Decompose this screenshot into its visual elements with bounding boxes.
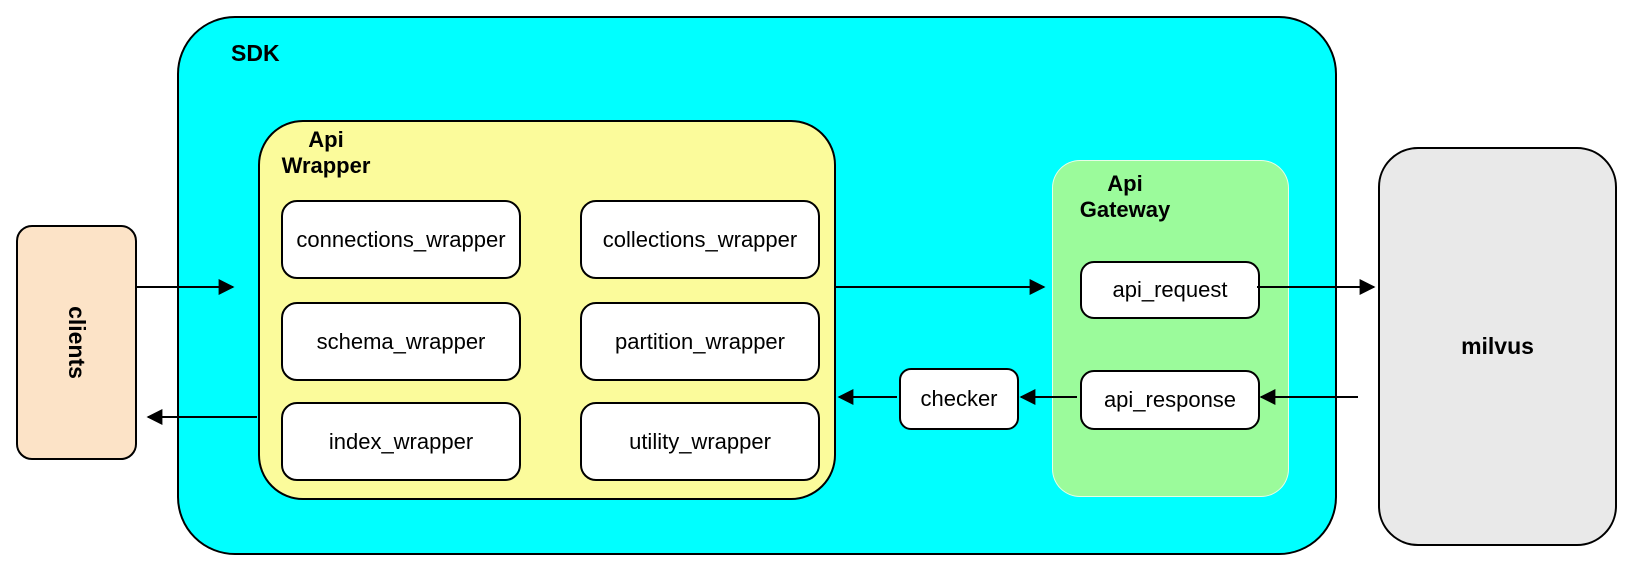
api-wrapper-title: Api Wrapper <box>270 127 382 179</box>
api-gateway-title: Api Gateway <box>1069 171 1181 223</box>
node-api-request: api_request <box>1080 261 1260 319</box>
sdk-box: SDK Api Wrapper connections_wrapper coll… <box>177 16 1337 555</box>
node-utility-wrapper: utility_wrapper <box>580 402 820 481</box>
clients-label: clients <box>64 306 90 379</box>
api-wrapper-title-line2: Wrapper <box>281 153 371 178</box>
api-gateway-title-line2: Gateway <box>1079 197 1171 222</box>
api-wrapper-title-line1: Api <box>308 127 344 152</box>
api-gateway-title-line1: Api <box>1107 171 1143 196</box>
node-schema-wrapper: schema_wrapper <box>281 302 521 381</box>
node-api-response: api_response <box>1080 370 1260 430</box>
clients-box: clients <box>16 225 137 460</box>
milvus-label: milvus <box>1461 333 1534 359</box>
api-gateway-box: Api Gateway api_request api_response <box>1052 160 1289 497</box>
node-partition-wrapper: partition_wrapper <box>580 302 820 381</box>
api-wrapper-box: Api Wrapper connections_wrapper collecti… <box>258 120 836 500</box>
node-collections-wrapper: collections_wrapper <box>580 200 820 279</box>
node-connections-wrapper: connections_wrapper <box>281 200 521 279</box>
node-checker: checker <box>899 368 1019 430</box>
sdk-label: SDK <box>231 40 280 66</box>
node-index-wrapper: index_wrapper <box>281 402 521 481</box>
milvus-box: milvus <box>1378 147 1617 546</box>
